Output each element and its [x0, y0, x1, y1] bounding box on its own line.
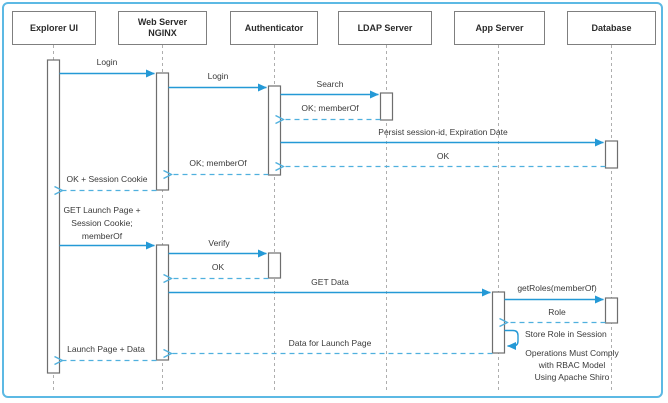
message-line: memberOf	[81, 231, 123, 241]
message-label-search: Search	[316, 79, 344, 89]
activation-database-1	[604, 140, 619, 169]
participant-label: App Server	[475, 22, 524, 33]
diagram-frame	[2, 2, 663, 398]
activation-authenticator-1	[267, 85, 282, 176]
message-label-ok-session-cookie: OK + Session Cookie	[66, 174, 148, 184]
message-label-login-ui-ws: Login	[96, 57, 118, 67]
participant-box-ldap-server: LDAP Server	[338, 11, 432, 45]
request-arrows	[59, 69, 604, 350]
participant-label: Authenticator	[244, 22, 304, 33]
participant-box-authenticator: Authenticator	[230, 11, 318, 45]
message-label-role: Role	[548, 307, 566, 317]
activation-bars	[46, 59, 619, 374]
participant-box-app-server: App Server	[454, 11, 545, 45]
message-label-get-launch-page: GET Launch Page + Session Cookie; member…	[63, 204, 140, 243]
message-label-store-role: Store Role in Session	[525, 329, 607, 339]
message-label-ok-db: OK	[436, 151, 450, 161]
note-line: Using Apache Shiro	[534, 372, 610, 382]
message-label-login-ws-auth: Login	[207, 71, 229, 81]
participant-box-web-server: Web Server NGINX	[118, 11, 207, 45]
participant-label: Database	[591, 22, 632, 33]
participant-box-database: Database	[567, 11, 656, 45]
message-label-ok-verify: OK	[211, 262, 225, 272]
message-label-get-roles: getRoles(memberOf)	[517, 283, 597, 293]
note-rbac: Operations Must Comply with RBAC Model U…	[525, 347, 619, 383]
participant-label: LDAP Server	[357, 22, 413, 33]
note-line: with RBAC Model	[538, 360, 606, 370]
participant-label: Explorer UI	[29, 22, 78, 33]
return-arrows	[62, 120, 606, 361]
message-label-persist: Persist session-id, Expiration Date	[378, 127, 508, 137]
participant-label-line2: NGINX	[148, 28, 177, 38]
message-line: Session Cookie;	[71, 218, 133, 228]
activation-web-server-2	[155, 244, 170, 361]
message-label-verify: Verify	[208, 238, 230, 248]
message-label-get-data: GET Data	[311, 277, 349, 287]
activation-explorer-ui	[46, 59, 61, 374]
note-line: Operations Must Comply	[525, 348, 619, 358]
activation-authenticator-2	[267, 252, 282, 279]
message-line: GET Launch Page +	[63, 205, 141, 215]
arrow-store-role-self	[504, 329, 519, 350]
activation-ldap-server	[379, 92, 394, 121]
participant-label: Web Server	[137, 17, 188, 27]
activation-web-server-1	[155, 72, 170, 191]
message-label-ok-memberof-ldap: OK; memberOf	[301, 103, 359, 113]
activation-database-2	[604, 297, 619, 324]
participant-box-explorer-ui: Explorer UI	[12, 11, 96, 45]
activation-app-server	[491, 291, 506, 354]
message-label-data-for-launch: Data for Launch Page	[288, 338, 372, 348]
message-label-launch-page-data: Launch Page + Data	[67, 344, 145, 354]
message-label-ok-memberof-auth: OK; memberOf	[189, 158, 247, 168]
